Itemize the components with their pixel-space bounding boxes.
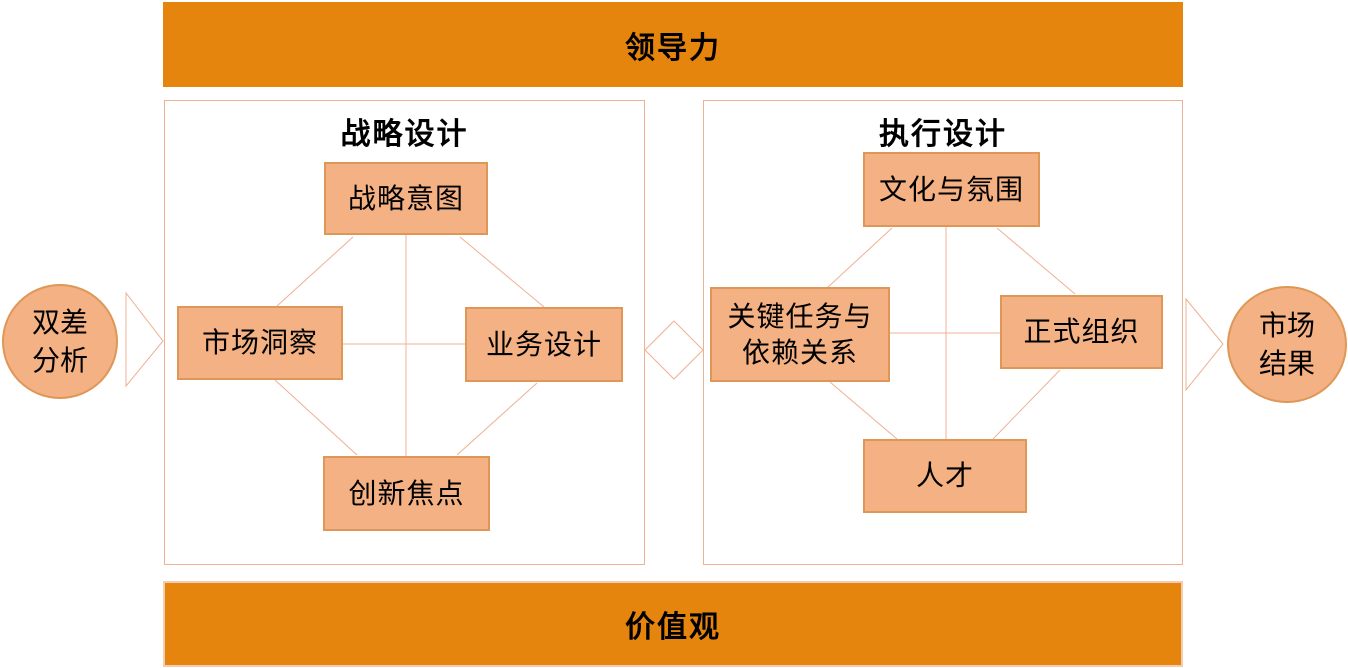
- formal-organization-box: 正式组织: [1000, 295, 1163, 369]
- culture-climate-box: 文化与氛围: [863, 152, 1040, 227]
- leadership-bar: 领导力: [163, 2, 1183, 87]
- left-arrow-icon: [125, 291, 164, 388]
- leadership-bar-label: 领导力: [625, 30, 721, 66]
- values-bar-label: 价值观: [625, 610, 721, 645]
- execution-design-title: 执行设计: [879, 117, 1007, 152]
- business-design-box: 业务设计: [465, 307, 623, 382]
- strategy-design-title: 战略设计: [340, 117, 469, 152]
- talent-box: 人才: [863, 439, 1027, 513]
- innovation-focus-box: 创新焦点: [323, 456, 490, 531]
- right-arrow-icon: [1185, 297, 1224, 392]
- market-insight-box: 市场洞察: [177, 306, 343, 380]
- key-tasks-dependencies-box: 关键任务与 依赖关系: [710, 287, 890, 382]
- strategic-intent-box: 战略意图: [324, 162, 488, 235]
- market-results-circle: 市场 结果: [1227, 286, 1347, 403]
- gap-analysis-circle: 双差 分析: [2, 284, 118, 399]
- diamond-connector-icon: [644, 320, 704, 380]
- values-bar: 价值观: [163, 581, 1183, 667]
